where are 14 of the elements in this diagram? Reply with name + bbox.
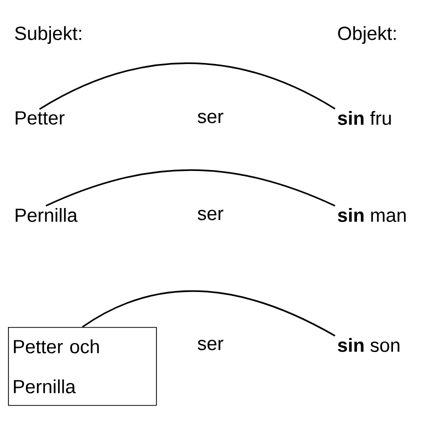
arc-line [39,62,336,110]
word-label: Petter [16,111,65,125]
word-label: ser [198,112,224,124]
word-label: ser [198,340,224,350]
word-label: Subjekt: [15,26,82,44]
word-label: ser [198,210,224,220]
arc-line [46,169,336,207]
word-label: Pernilla [16,208,78,222]
word-label: Objekt: [338,26,396,44]
arc-line [82,290,336,337]
subject-box: Petter och Pernilla [8,327,157,406]
word-label: sin fru [338,111,391,125]
word-label: sin man [338,208,406,222]
word-label: sin son [338,338,400,352]
